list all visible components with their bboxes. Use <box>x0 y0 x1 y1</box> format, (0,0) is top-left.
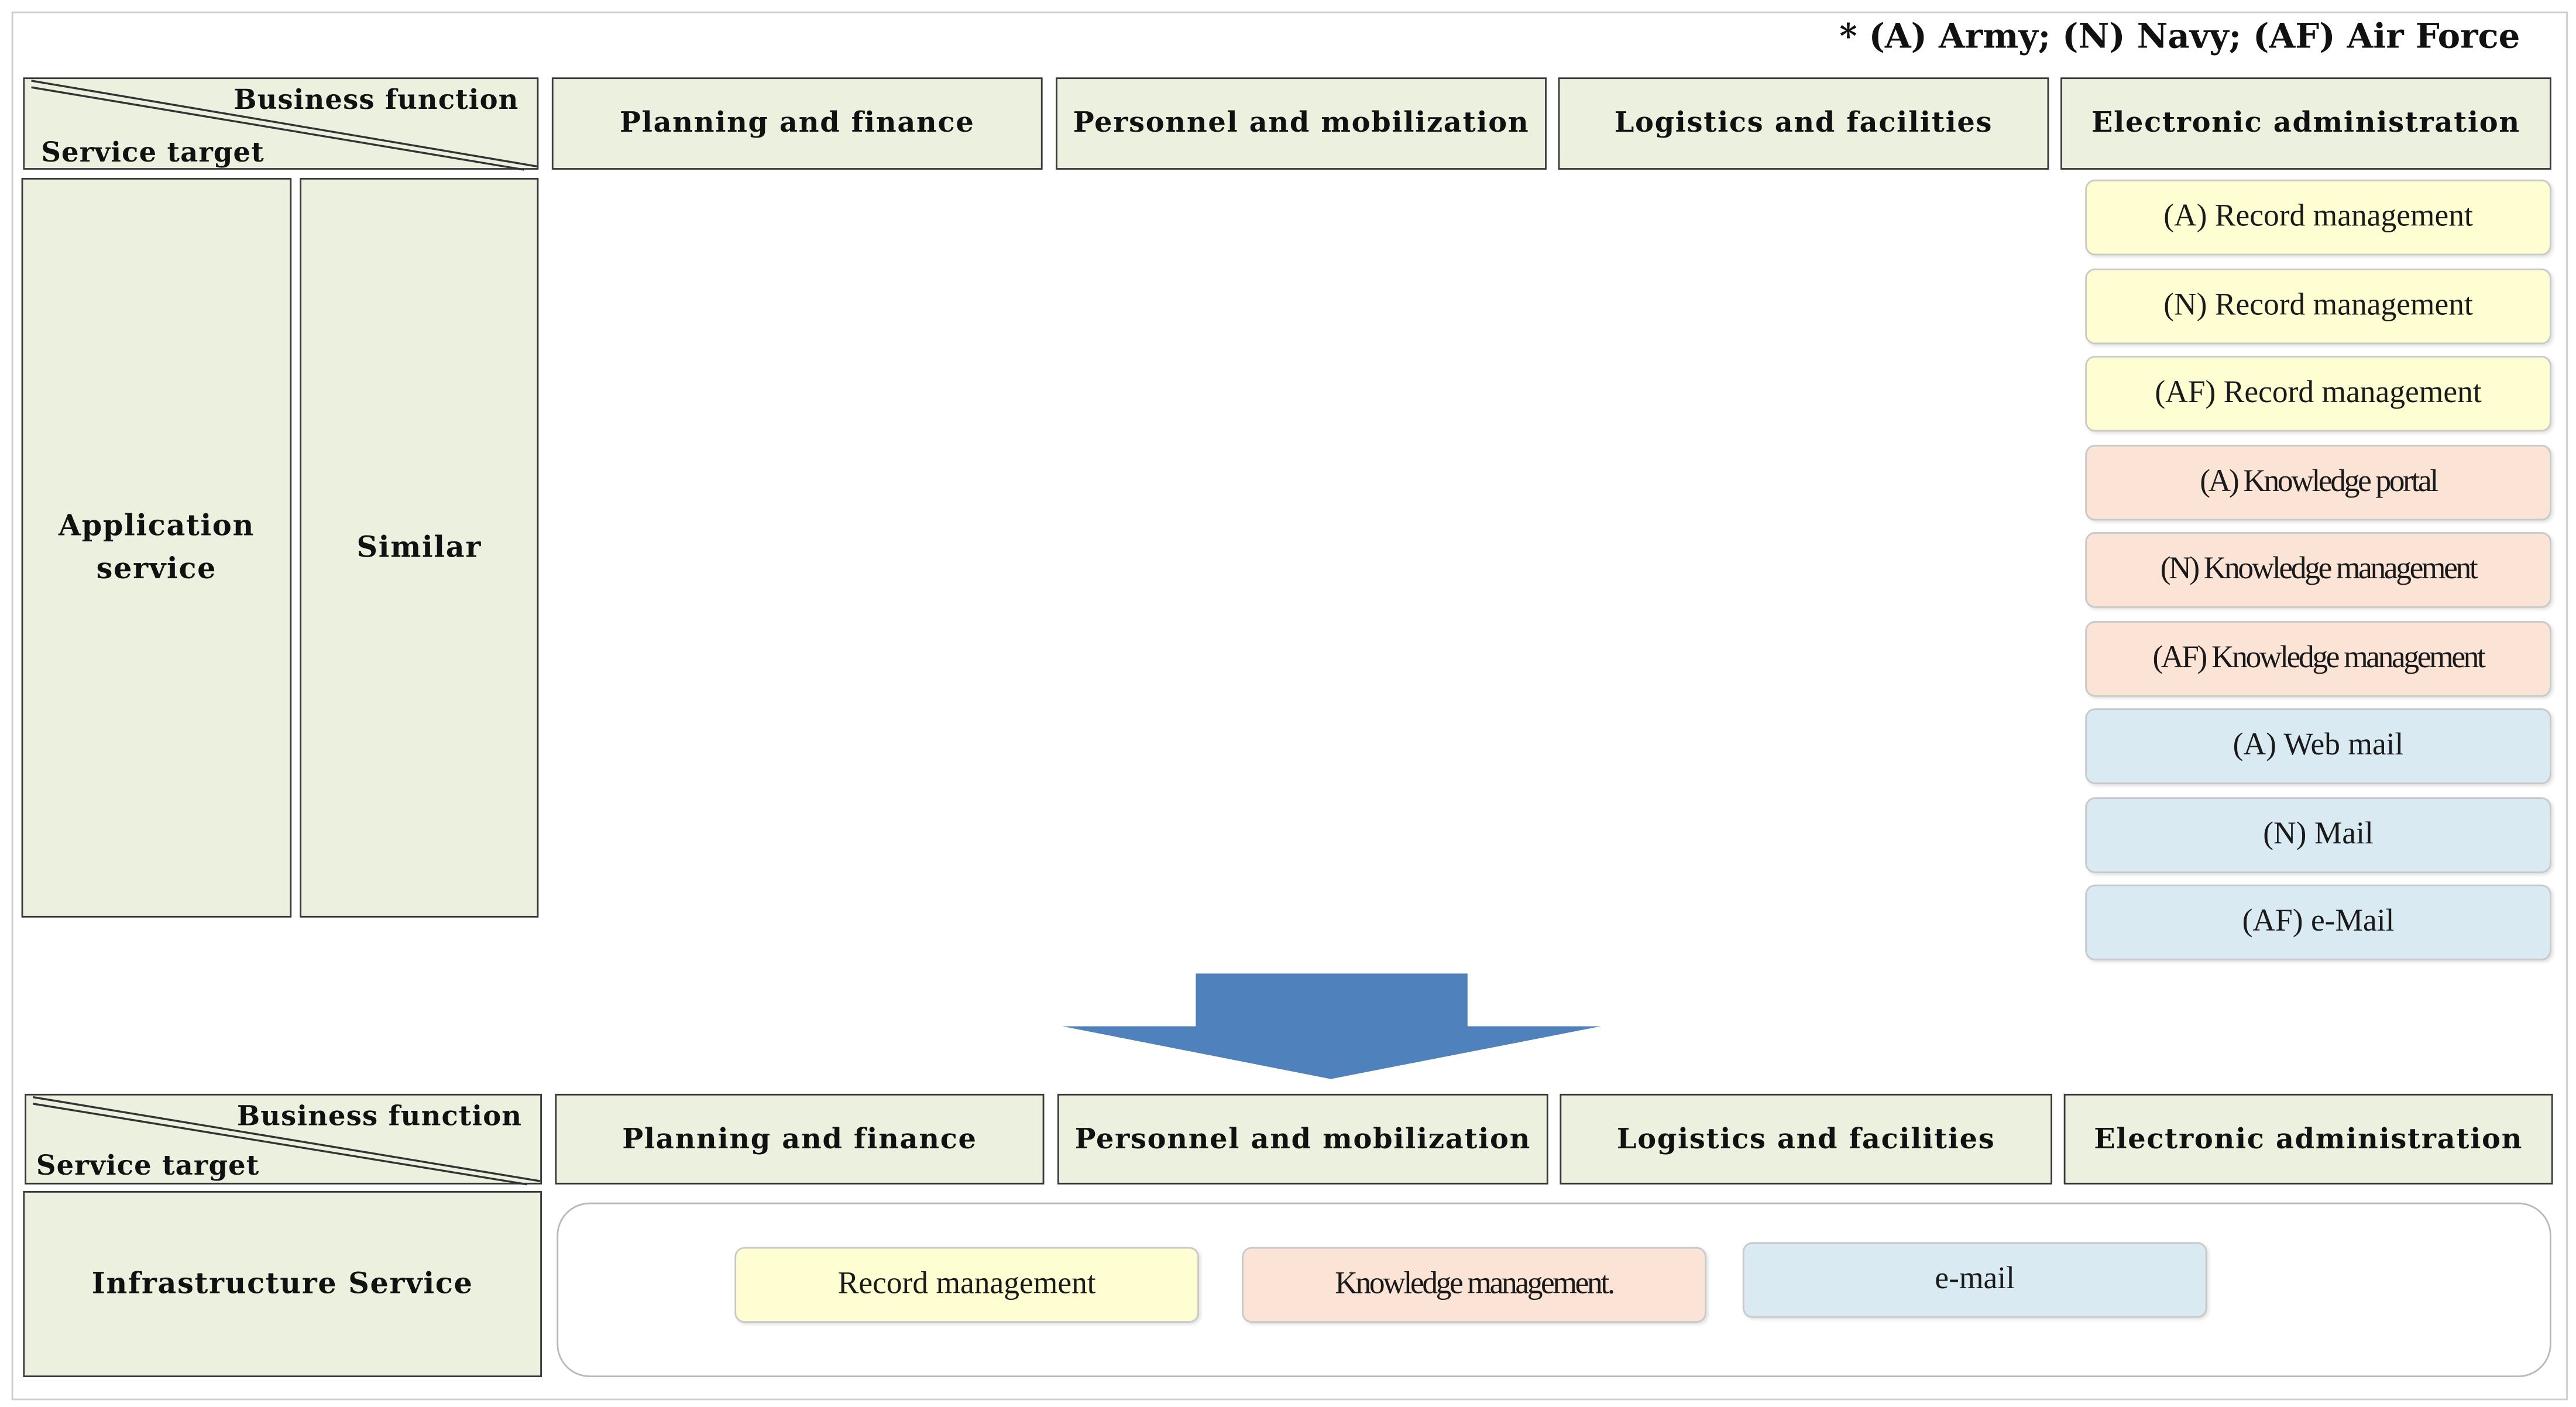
service-army-knowledge-portal: (A) Knowledge portal <box>2085 444 2551 521</box>
bottom-col-logistics-facilities: Logistics and facilities <box>1560 1093 2052 1185</box>
top-col-personnel-mobilization: Personnel and mobilization <box>1056 77 1547 170</box>
corner-diagonal-icon <box>31 80 537 171</box>
service-airforce-knowledge-management: (AF) Knowledge management <box>2085 621 2551 697</box>
down-arrow-icon <box>1062 973 1601 1079</box>
row-infrastructure-service: Infrastructure Service <box>23 1190 542 1378</box>
service-navy-knowledge-management: (N) Knowledge management <box>2085 532 2551 608</box>
service-navy-mail: (N) Mail <box>2085 797 2551 873</box>
row-axis-label: Service target <box>36 1149 260 1182</box>
bottom-col-planning-finance: Planning and finance <box>555 1093 1045 1185</box>
service-navy-record-management: (N) Record management <box>2085 268 2551 345</box>
row-application-service: Application service <box>21 177 292 918</box>
corner-diagonal-icon <box>33 1096 541 1186</box>
bottom-col-personnel-mobilization: Personnel and mobilization <box>1057 1093 1548 1185</box>
integrated-knowledge-management: Knowledge management. <box>1242 1247 1706 1323</box>
top-corner-header: Business function Service target <box>23 77 539 171</box>
top-col-logistics-facilities: Logistics and facilities <box>1558 77 2049 170</box>
service-army-web-mail: (A) Web mail <box>2085 708 2551 784</box>
service-army-record-management: (A) Record management <box>2085 179 2551 256</box>
row-axis-label: Service target <box>41 136 265 169</box>
top-col-planning-finance: Planning and finance <box>551 77 1043 170</box>
top-col-electronic-administration: Electronic administration <box>2060 77 2551 170</box>
column-axis-label: Business function <box>233 84 519 116</box>
bottom-corner-header: Business function Service target <box>25 1093 542 1186</box>
bottom-col-electronic-administration: Electronic administration <box>2063 1093 2553 1185</box>
service-airforce-e-mail: (AF) e-Mail <box>2085 884 2551 960</box>
integrated-e-mail: e-mail <box>1742 1242 2207 1318</box>
column-axis-label: Business function <box>236 1100 523 1132</box>
service-airforce-record-management: (AF) Record management <box>2085 355 2551 432</box>
legend-note: * (A) Army; (N) Navy; (AF) Air Force <box>1839 16 2520 56</box>
integrated-record-management: Record management <box>734 1247 1200 1323</box>
row-similar: Similar <box>300 177 539 918</box>
